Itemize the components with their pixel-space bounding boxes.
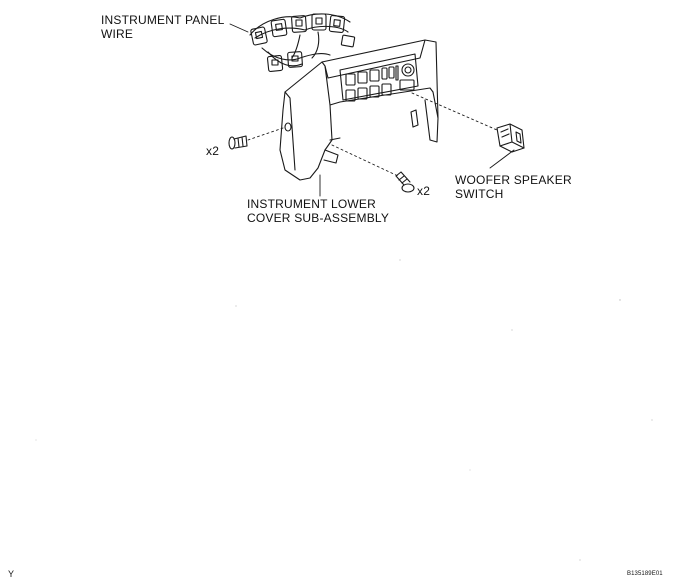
- instrument-lower-cover-label-line1: INSTRUMENT LOWER: [247, 197, 376, 211]
- woofer-speaker-switch-label: WOOFER SPEAKER SWITCH: [455, 173, 572, 201]
- instrument-lower-cover-label: INSTRUMENT LOWER COVER SUB-ASSEMBLY: [247, 197, 389, 225]
- woofer-speaker-switch-label-line2: SWITCH: [455, 187, 504, 201]
- woofer-speaker-switch-part: [496, 123, 525, 153]
- scan-speckles: [35, 259, 653, 561]
- left-screw-quantity: x2: [206, 144, 220, 158]
- figure-code: B135189E01: [627, 571, 663, 577]
- right-screw-quantity: x2: [417, 184, 431, 198]
- switch-grid: [345, 63, 415, 102]
- leader-lines: [229, 23, 515, 197]
- woofer-speaker-switch-label-line1: WOOFER SPEAKER: [455, 173, 572, 187]
- left-screw: [228, 135, 248, 150]
- corner-mark: Y: [8, 569, 15, 579]
- instrument-lower-cover-body: [279, 39, 439, 181]
- assembly-lines: [247, 92, 498, 177]
- instrument-panel-wire-label-line2: WIRE: [101, 27, 134, 41]
- instrument-panel-wire-harness: [249, 13, 356, 73]
- instrument-lower-cover-label-line2: COVER SUB-ASSEMBLY: [247, 211, 390, 225]
- right-screw: [395, 171, 415, 193]
- instrument-panel-wire-label-line1: INSTRUMENT PANEL: [101, 13, 225, 27]
- instrument-panel-wire-label: INSTRUMENT PANEL WIRE: [101, 13, 224, 41]
